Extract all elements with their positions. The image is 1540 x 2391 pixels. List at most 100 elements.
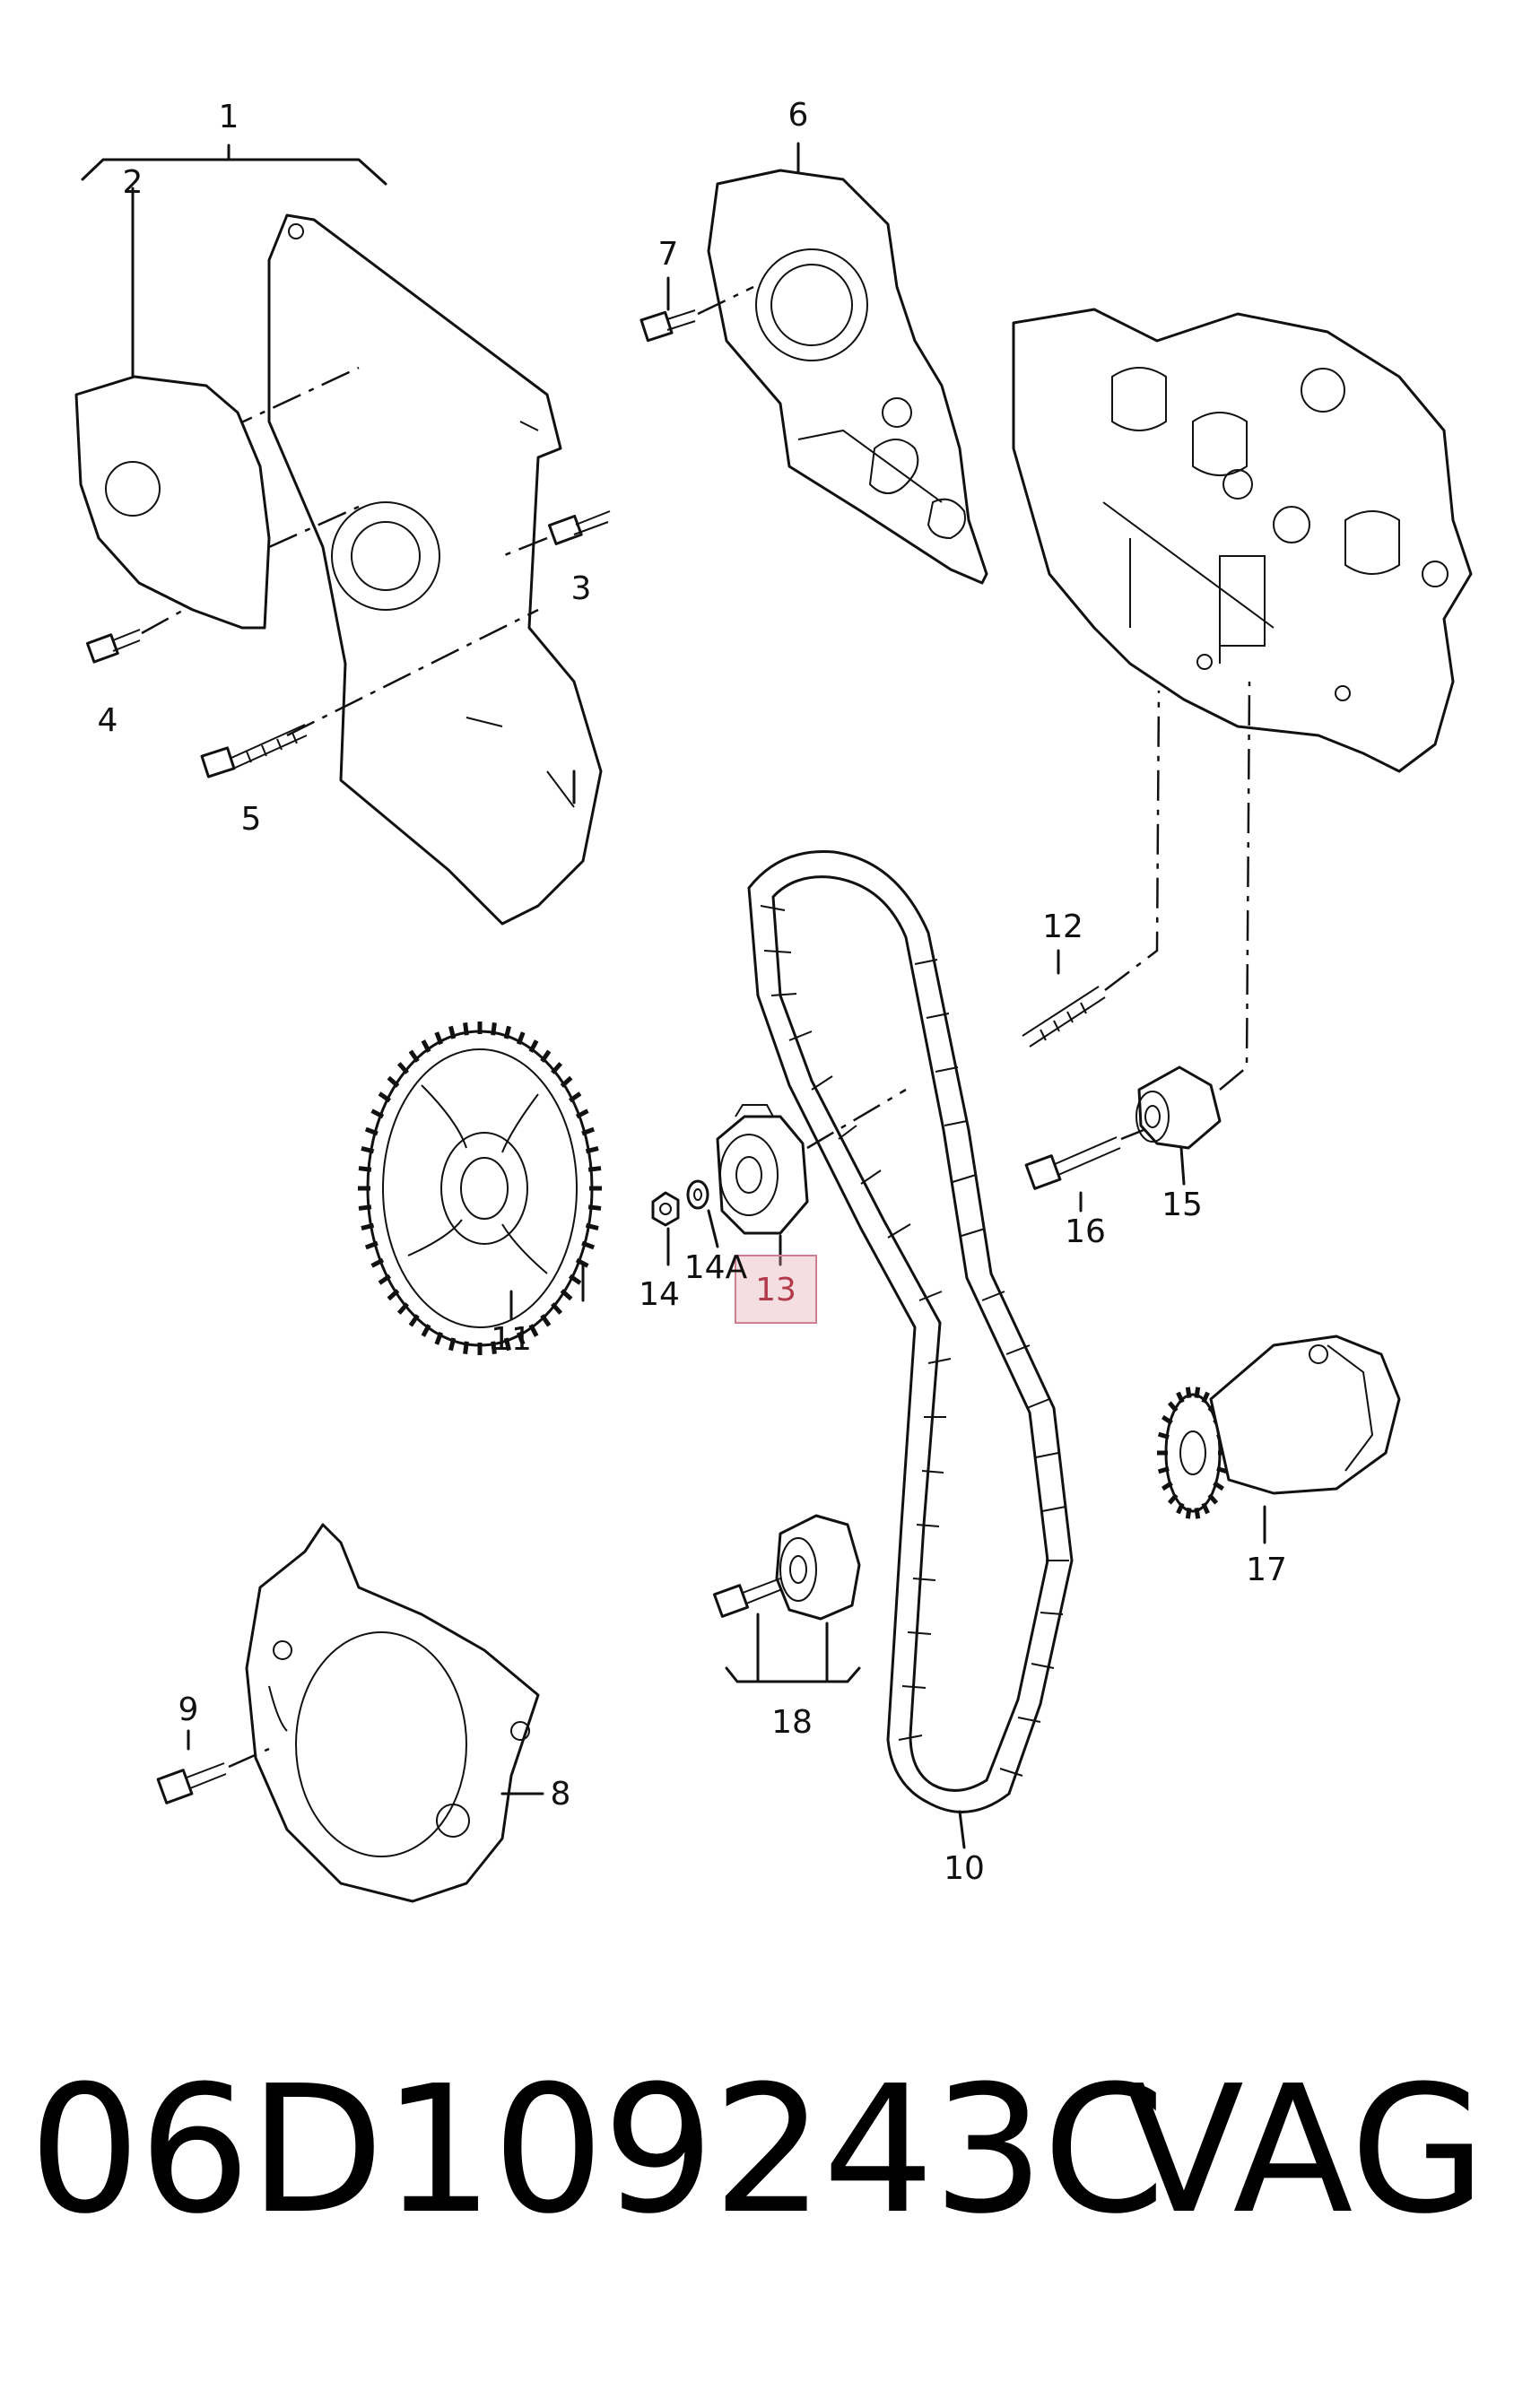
part-9-bolt <box>156 1747 270 1804</box>
label-part-5: 5 <box>241 801 262 838</box>
label-part-18: 18 <box>771 1704 813 1741</box>
sprocket-tooth <box>448 1025 457 1039</box>
sprocket-tooth <box>1157 1466 1170 1474</box>
label-part-14a: 14A <box>684 1249 748 1286</box>
label-part-10: 10 <box>944 1850 985 1887</box>
part-8-lower-cover <box>245 1523 544 1903</box>
sprocket-tooth <box>581 1240 596 1250</box>
part-6-rear-cover <box>707 142 988 585</box>
sprocket-tooth <box>463 1022 469 1036</box>
part-number: 06D109243C <box>29 2048 1165 2253</box>
sprocket-tooth <box>581 1126 596 1136</box>
sprocket-tooth <box>1185 1387 1192 1398</box>
sprocket-tooth <box>1207 1493 1219 1505</box>
sprocket-tooth <box>587 1204 602 1211</box>
sprocket-tooth <box>387 1075 400 1088</box>
label-part-4: 4 <box>98 702 118 739</box>
sprocket-tooth <box>408 1049 420 1063</box>
sprocket-tooth <box>1213 1481 1225 1491</box>
sprocket-tooth <box>370 1109 385 1119</box>
sprocket-tooth <box>568 1091 582 1103</box>
sprocket-tooth <box>540 1049 552 1063</box>
sprocket-tooth <box>408 1314 420 1327</box>
sprocket-tooth <box>560 1289 573 1301</box>
sprocket-tooth <box>1194 1508 1201 1519</box>
label-part-3: 3 <box>571 570 592 607</box>
part-1-timing-cover-upper <box>81 143 603 926</box>
sprocket-tooth <box>568 1274 582 1285</box>
highlight-fill-part-13 <box>735 1256 816 1323</box>
part-16-bolt <box>1024 1128 1144 1190</box>
sprocket-tooth <box>364 1240 378 1250</box>
sprocket-tooth <box>434 1331 444 1345</box>
part-13-tensioner-roller <box>716 1088 907 1235</box>
sprocket-tooth <box>516 1331 526 1345</box>
sprocket-tooth <box>396 1302 409 1315</box>
part-15-idler-roller <box>1135 681 1251 1150</box>
label-part-6: 6 <box>788 97 809 134</box>
sprocket-tooth <box>1185 1508 1192 1519</box>
label-part-2: 2 <box>123 164 144 201</box>
part-12-stud <box>1022 690 1161 1048</box>
sprocket-tooth <box>1161 1481 1173 1491</box>
sprocket-tooth <box>491 1341 497 1354</box>
label-part-14: 14 <box>639 1276 680 1313</box>
sprocket-tooth <box>421 1324 431 1337</box>
sprocket-tooth <box>396 1062 409 1074</box>
sprocket-tooth <box>540 1314 552 1327</box>
part-3-bolt <box>501 510 611 558</box>
part-17-water-pump <box>1157 1335 1401 1544</box>
sprocket-tooth <box>378 1091 392 1103</box>
sprocket-tooth <box>1167 1401 1179 1413</box>
sprocket-tooth <box>575 1109 589 1119</box>
part-14-nut <box>651 1191 680 1227</box>
part-14a-washer <box>686 1179 709 1210</box>
part-4-bolt <box>85 608 185 664</box>
sprocket-tooth <box>434 1031 444 1046</box>
sprocket-tooth <box>503 1025 511 1039</box>
sprocket-tooth <box>503 1337 511 1352</box>
part-5-long-bolt <box>200 724 308 778</box>
sprocket-tooth <box>587 1166 602 1172</box>
part-7-bolt <box>639 276 754 343</box>
sprocket-tooth <box>463 1341 469 1354</box>
brand-name: VAG <box>1123 2048 1486 2253</box>
sprocket-tooth <box>1157 1431 1170 1439</box>
sprocket-tooth <box>361 1222 375 1230</box>
part-18-idler-assembly <box>712 1514 861 1683</box>
sprocket-tooth <box>551 1062 563 1074</box>
sprocket-tooth <box>516 1031 526 1046</box>
label-part-8: 8 <box>551 1776 571 1813</box>
sprocket-tooth <box>585 1222 599 1230</box>
sprocket-tooth <box>528 1324 539 1337</box>
sprocket-tooth <box>1194 1387 1201 1398</box>
label-part-11: 11 <box>491 1321 532 1358</box>
part-11-camshaft-sprocket <box>358 1022 602 1355</box>
part-2-cover-plate <box>74 187 271 630</box>
sprocket-tooth <box>448 1337 457 1352</box>
part-10-timing-belt <box>747 850 1074 1813</box>
sprocket-tooth <box>1201 1391 1210 1404</box>
sprocket-tooth <box>1167 1493 1179 1505</box>
footer-part-info: 06D109243C VAG <box>0 2063 1540 2332</box>
sprocket-tooth <box>370 1257 385 1268</box>
sprocket-tooth <box>1201 1502 1210 1515</box>
sprocket-tooth <box>387 1289 400 1301</box>
engine-block-section <box>1012 308 1473 773</box>
leader-lines <box>187 769 1186 1849</box>
label-part-12: 12 <box>1042 909 1083 945</box>
sprocket-tooth <box>575 1257 589 1268</box>
sprocket-tooth <box>560 1075 573 1088</box>
sprocket-tooth <box>1176 1502 1185 1515</box>
sprocket-tooth <box>378 1274 392 1285</box>
sprocket-tooth <box>361 1146 375 1154</box>
sprocket-tooth <box>491 1022 497 1036</box>
sprocket-tooth <box>551 1302 563 1315</box>
label-part-15: 15 <box>1162 1187 1203 1223</box>
sprocket-tooth <box>358 1166 372 1172</box>
sprocket-tooth <box>1161 1414 1173 1425</box>
label-part-1: 1 <box>219 99 239 135</box>
label-part-7: 7 <box>658 236 679 273</box>
sprocket-tooth <box>364 1126 378 1136</box>
